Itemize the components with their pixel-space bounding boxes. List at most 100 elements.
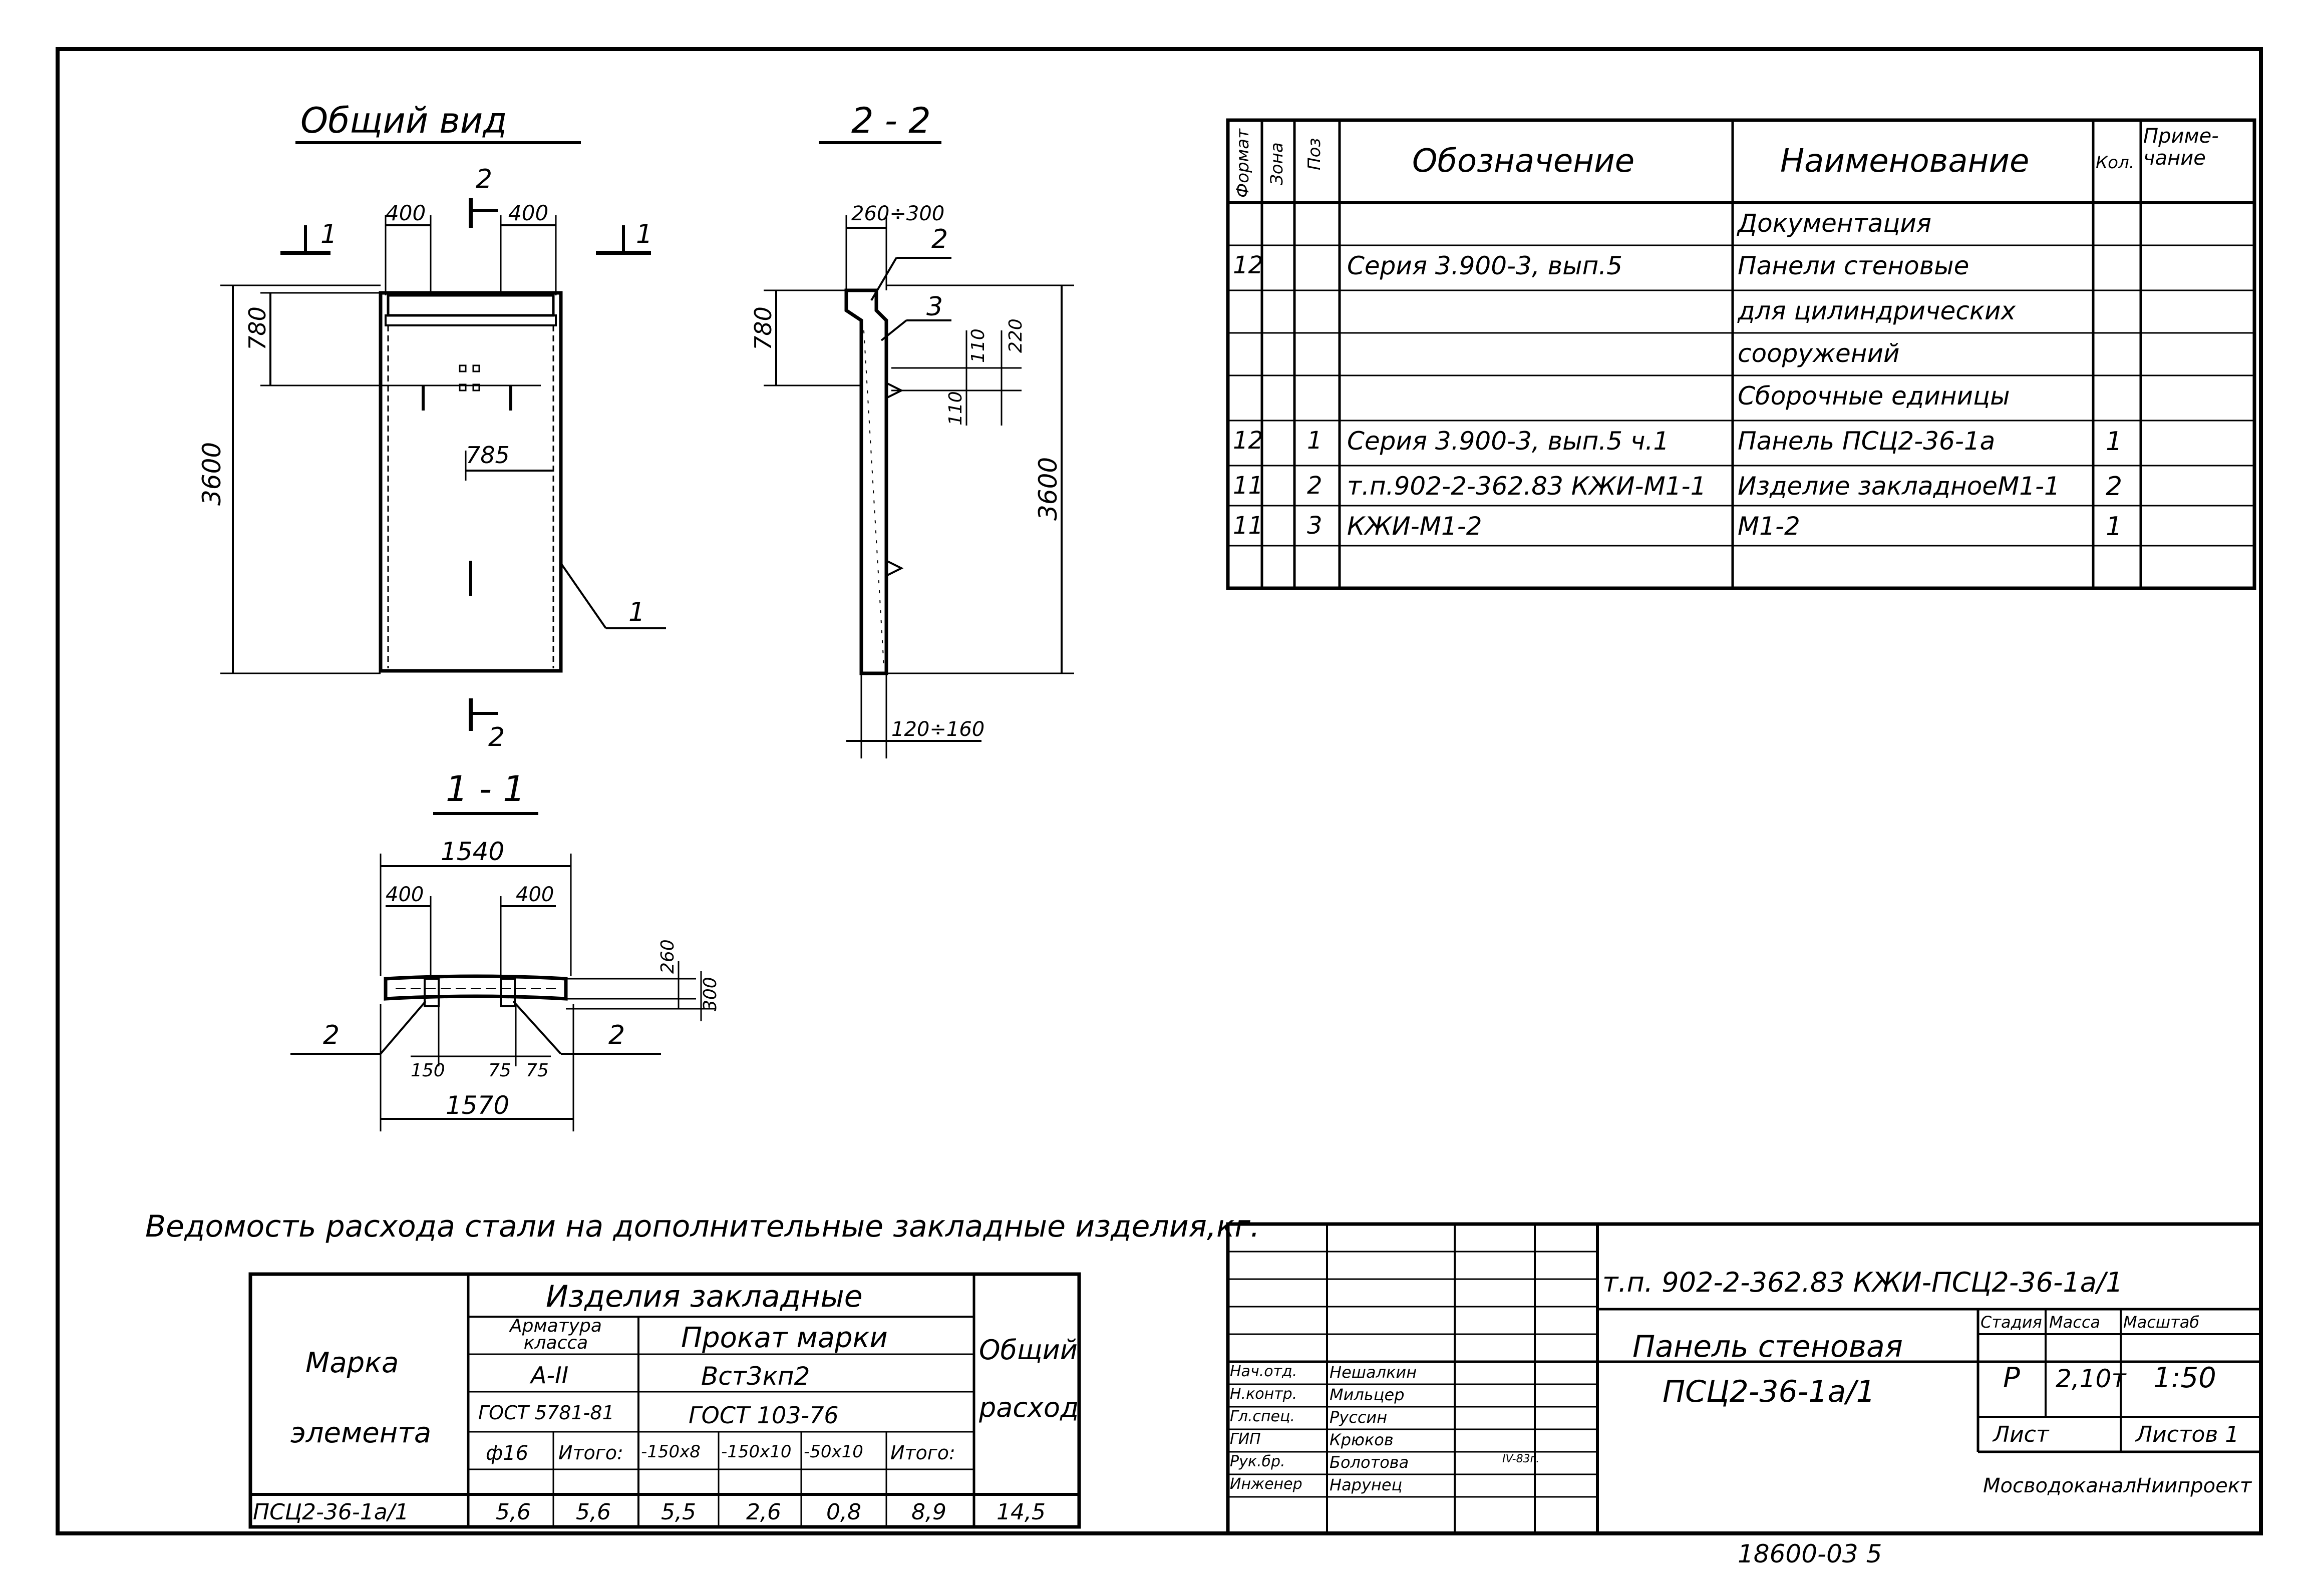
steel-val-0: 5,6	[496, 1499, 531, 1525]
leader-2-s22: 2	[931, 224, 948, 254]
header-pos: Поз	[1304, 138, 1325, 170]
sig-name: Нарунец	[1330, 1475, 1403, 1494]
steel-row-mark: ПСЦ2-36-1а/1	[253, 1499, 409, 1525]
dim-75b: 75	[526, 1060, 549, 1081]
general-view: Общий вид 400 400 1 1 2	[197, 100, 666, 752]
spec-cell-name: Изделие закладноеМ1-1	[1738, 472, 2060, 501]
section-1-1: 1 - 1 1540 400 400 260 300 2 2	[290, 768, 721, 1131]
steel-val-1: 5,6	[576, 1499, 611, 1525]
dim-75a: 75	[488, 1060, 511, 1081]
sheet-frame	[56, 47, 2263, 1535]
steel-val-5: 8,9	[911, 1499, 946, 1525]
spec-table	[1226, 118, 2256, 590]
spec-cell-format: 12	[1233, 251, 1264, 279]
dim-1540: 1540	[441, 837, 504, 866]
mark-header-2: элемента	[290, 1417, 432, 1449]
section-mark-1-right: 1	[636, 219, 652, 249]
spec-cell-qty: 1	[2106, 512, 2123, 542]
sig-role: ГИП	[1230, 1430, 1261, 1448]
spec-cell-name: Сборочные единицы	[1738, 381, 2010, 411]
leader-3-s22: 3	[926, 292, 943, 322]
section-mark-2-top: 2	[476, 164, 492, 194]
spec-cell-designation: Серия 3.900-3, вып.5 ч.1	[1347, 427, 1670, 456]
rolled-grade: Вст3кп2	[701, 1362, 810, 1391]
scale-label: Масштаб	[2123, 1313, 2200, 1332]
spec-cell-pos: 3	[1307, 512, 1323, 540]
section22-title: 2 - 2	[851, 100, 931, 141]
mass-value: 2,10т	[2056, 1364, 2126, 1393]
spec-cell-designation: Серия 3.900-3, вып.5	[1347, 251, 1622, 280]
spec-cell-name: Панель ПСЦ2-36-1а	[1738, 427, 1996, 456]
spec-cell-format: 12	[1233, 427, 1264, 455]
spec-cell-name: Панели стеновые	[1738, 251, 1969, 280]
header-note: Приме- чание	[2143, 125, 2219, 170]
spec-cell-format: 11	[1233, 512, 1264, 540]
sig-name: Мильцер	[1330, 1385, 1405, 1404]
spec-cell-name: М1-2	[1738, 512, 1800, 541]
spec-cell-format: 11	[1233, 472, 1264, 500]
rolled-header: Прокат марки	[681, 1322, 888, 1354]
mass-label: Масса	[2049, 1313, 2101, 1332]
org-name: МосводоканалНиипроект	[1983, 1474, 2252, 1497]
sheets-label: Листов 1	[2136, 1422, 2239, 1447]
dim-110b: 110	[968, 328, 988, 363]
footer-stamp: 18600-03 5	[1738, 1539, 1882, 1568]
title-block-grid	[1226, 1222, 2263, 1535]
spec-cell-name: сооружений	[1738, 339, 1900, 368]
spec-cell-pos: 1	[1307, 427, 1323, 455]
steel-table-title: Ведомость расхода стали на дополнительны…	[145, 1209, 1260, 1244]
dim-300-s11: 300	[700, 977, 721, 1011]
sig-role: Гл.спец.	[1230, 1408, 1295, 1425]
header-qty: Кол.	[2096, 153, 2135, 173]
sig-role: Н.контр.	[1230, 1385, 1297, 1403]
dim-260-s11: 260	[657, 939, 678, 974]
section-mark-2-bottom: 2	[488, 722, 505, 752]
spec-cell-name: для цилиндрических	[1738, 296, 2016, 325]
sig-name: Крюков	[1330, 1430, 1394, 1449]
dim-1570: 1570	[446, 1091, 509, 1120]
section11-profile	[384, 974, 568, 1001]
rebar-header: Арматура классa	[510, 1316, 602, 1354]
dim-780: 780	[244, 306, 271, 350]
col-itogo-2: Итого:	[890, 1442, 955, 1464]
spec-cell-name: Документация	[1738, 209, 1931, 238]
mark-header-1: Марка	[305, 1347, 399, 1379]
col-itogo-1: Итого:	[558, 1442, 623, 1464]
sig-name: Нешалкин	[1330, 1363, 1417, 1382]
leader-2-right-s11: 2	[608, 1020, 625, 1050]
sig-role: Рук.бр.	[1230, 1453, 1285, 1470]
title-code: т.п. 902-2-362.83 КЖИ-ПСЦ2-36-1а/1	[1602, 1267, 2123, 1298]
stage-label: Стадия	[1981, 1313, 2042, 1332]
scale-value: 1:50	[2153, 1362, 2216, 1394]
header-zone: Зона	[1267, 142, 1287, 185]
rolled-gost: ГОСТ 103-76	[689, 1402, 839, 1429]
rebar-gost: ГОСТ 5781-81	[478, 1402, 614, 1424]
leader-2-left-s11: 2	[323, 1020, 340, 1050]
header-format: Формат	[1233, 129, 1253, 198]
dim-220: 220	[1006, 318, 1026, 353]
sig-name: Руссин	[1330, 1408, 1388, 1427]
spec-cell-designation: КЖИ-М1-2	[1347, 512, 1482, 541]
section-2-2: 2 - 2 260÷300 2 3 780 110 110 220	[750, 100, 1074, 758]
section22-profile	[844, 288, 888, 675]
sig-date: IV-83г.	[1502, 1453, 1540, 1465]
panel-outline	[379, 291, 563, 673]
dim-110a: 110	[945, 391, 966, 426]
steel-val-3: 2,6	[746, 1499, 781, 1525]
general-view-title: Общий вид	[300, 100, 507, 141]
dim-400-r-s11: 400	[516, 883, 554, 906]
title-name-2: ПСЦ2-36-1а/1	[1663, 1374, 1875, 1409]
title-name-1: Панель стеновая	[1632, 1329, 1903, 1364]
section11-title: 1 - 1	[446, 768, 525, 810]
embedded-header: Изделия закладные	[546, 1279, 863, 1314]
sig-role: Инженер	[1230, 1475, 1302, 1493]
steel-val-2: 5,5	[661, 1499, 696, 1525]
col-f16: ф16	[486, 1442, 529, 1465]
dim-785: 785	[466, 442, 510, 469]
col-50x10: -50х10	[804, 1442, 863, 1462]
rebar-class: А-II	[531, 1362, 569, 1389]
header-designation: Обозначение	[1412, 143, 1635, 180]
sig-name: Болотова	[1330, 1453, 1409, 1472]
spec-cell-qty: 1	[2106, 427, 2123, 457]
